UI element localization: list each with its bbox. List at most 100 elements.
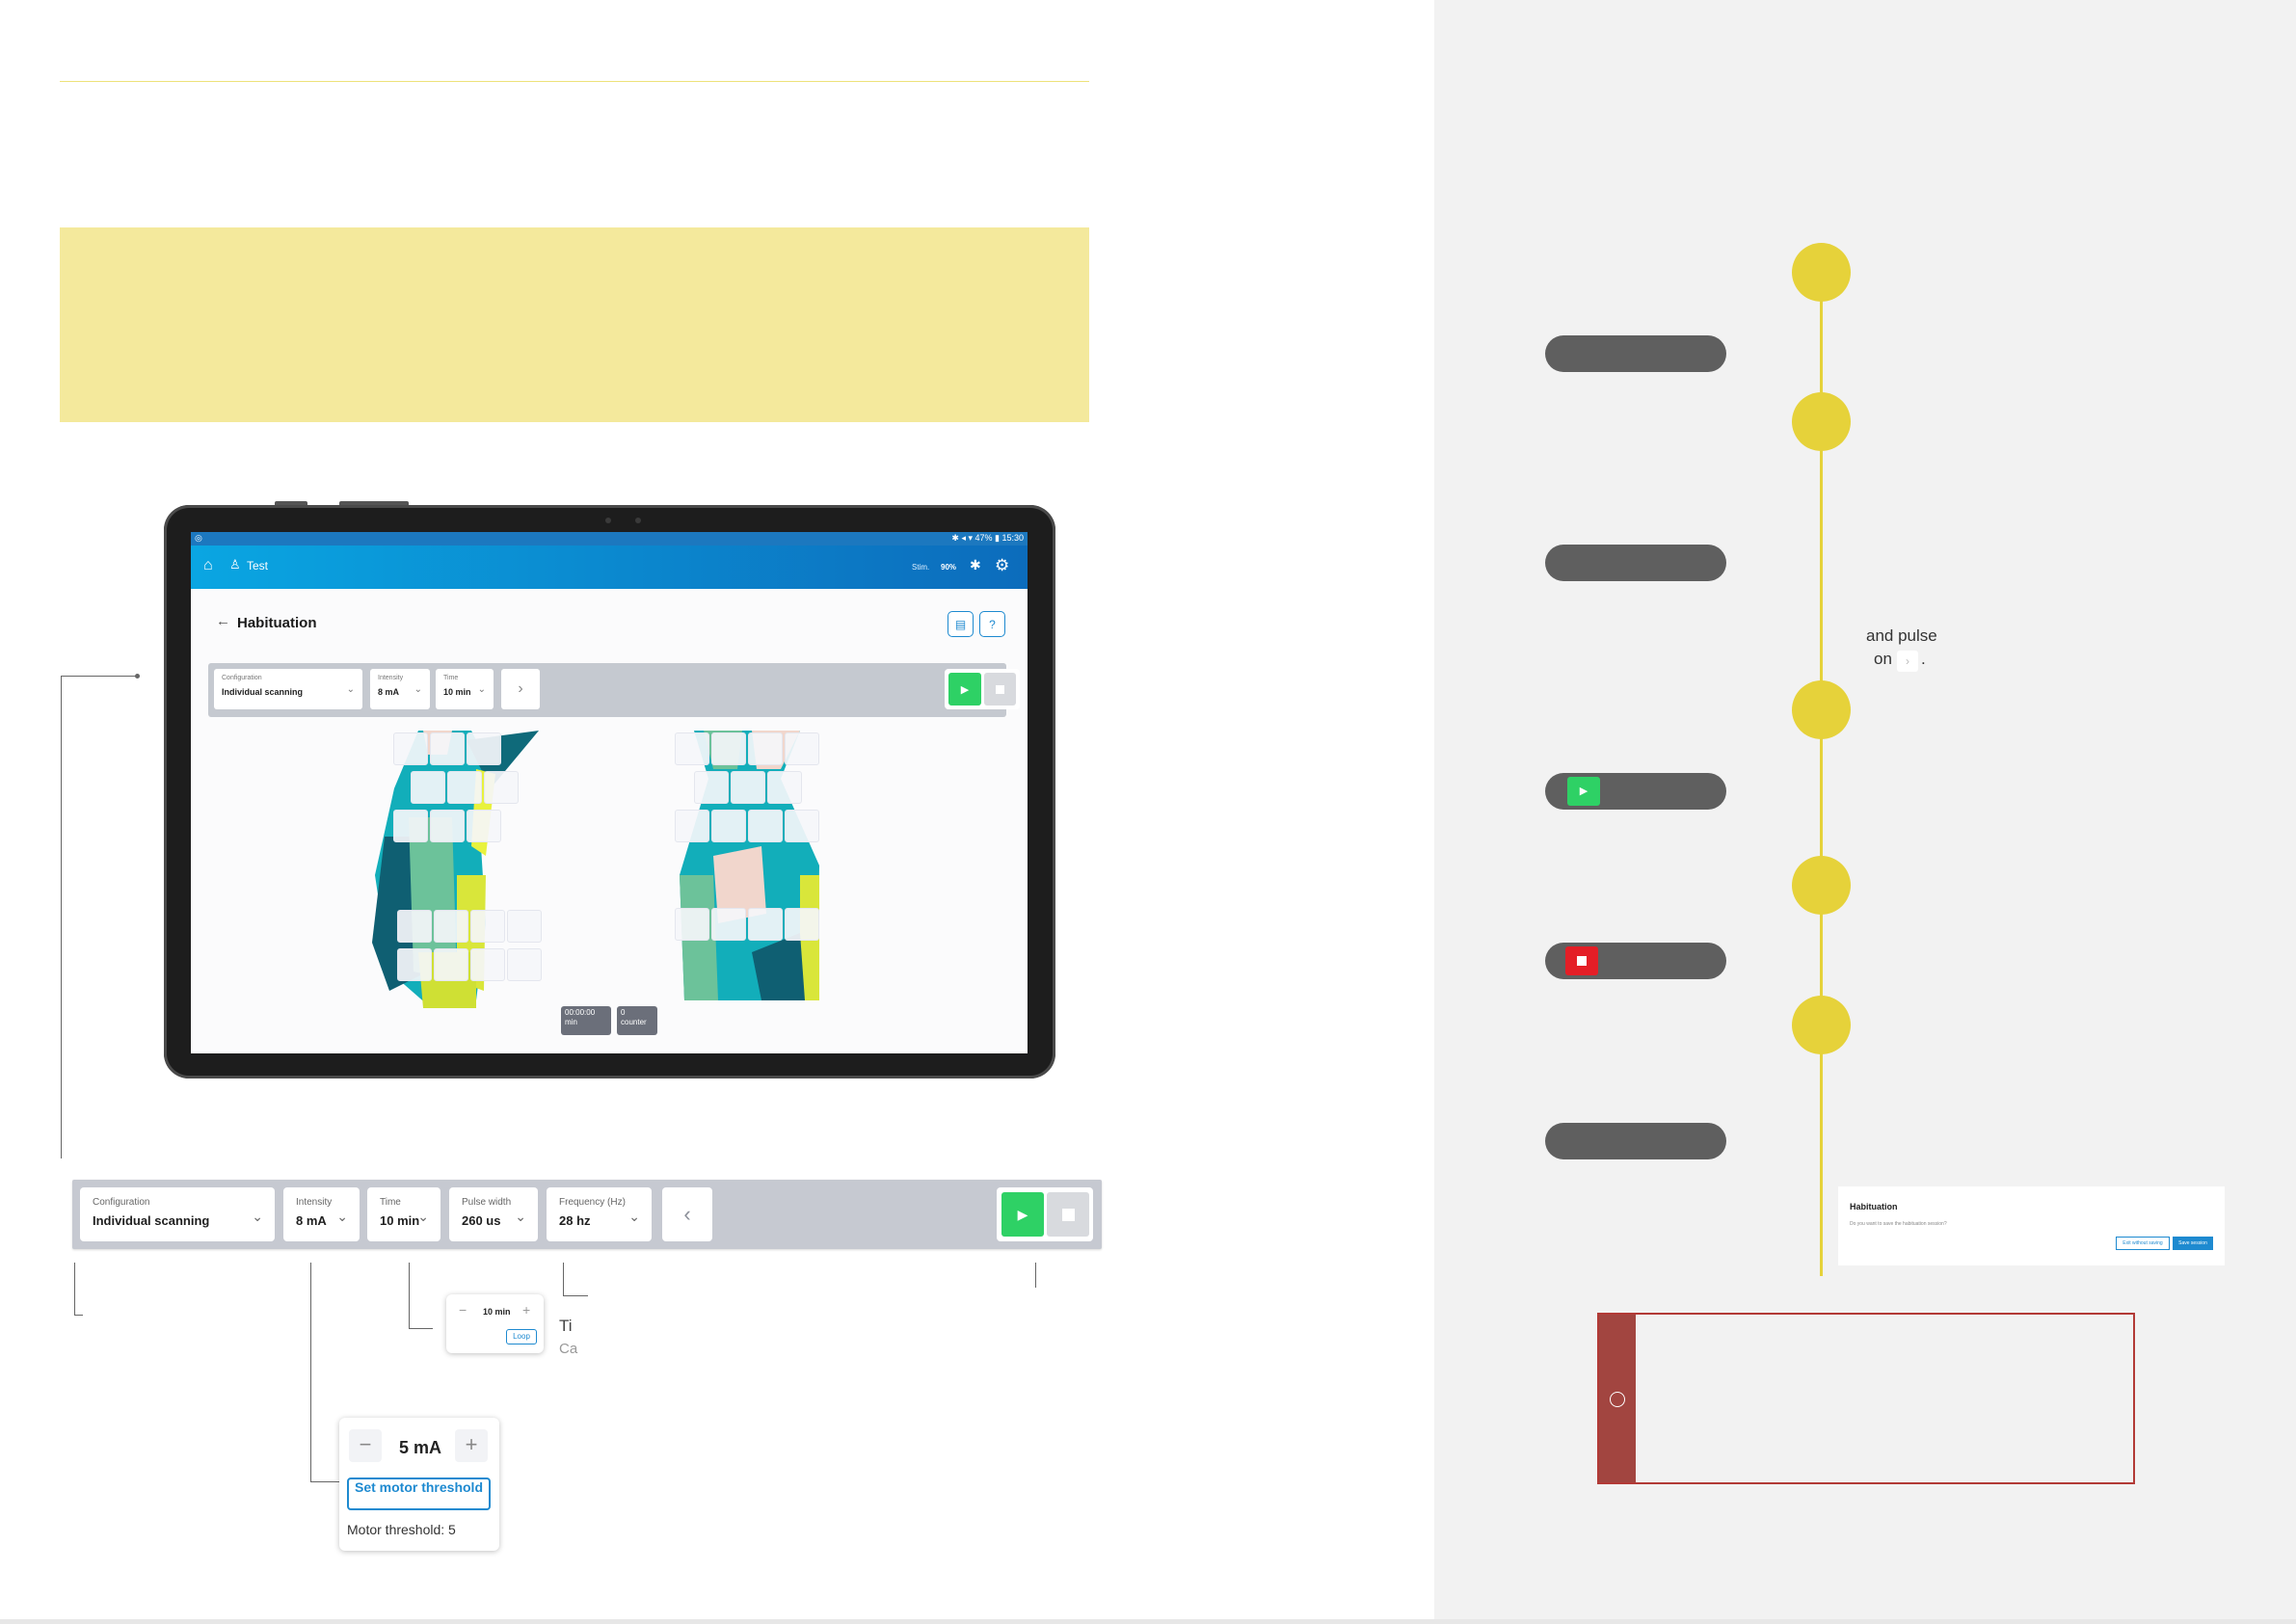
configuration-value: Individual scanning bbox=[93, 1213, 210, 1228]
electrode-cell[interactable] bbox=[711, 908, 746, 941]
electrode-cell[interactable] bbox=[397, 910, 432, 943]
exit-without-saving-button[interactable]: Exit without saving bbox=[2116, 1237, 2170, 1250]
screen-title: Habituation bbox=[237, 615, 317, 631]
document-icon[interactable]: ▤ bbox=[948, 611, 974, 637]
electrode-cell[interactable] bbox=[748, 810, 783, 842]
electrode-cell[interactable] bbox=[467, 732, 501, 765]
intensity-label: Intensity bbox=[378, 675, 404, 681]
session-controls: ▶ bbox=[997, 1187, 1093, 1241]
chevron-down-icon: ⌄ bbox=[346, 684, 355, 695]
configuration-label: Configuration bbox=[93, 1197, 150, 1208]
callout-intensity bbox=[310, 1481, 339, 1482]
warning-sidebar bbox=[1599, 1315, 1636, 1482]
stop-button[interactable] bbox=[984, 673, 1016, 706]
callout-frequency bbox=[563, 1263, 564, 1295]
play-button[interactable]: ▶ bbox=[948, 673, 981, 706]
configuration-select[interactable]: Configuration Individual scanning ⌄ bbox=[214, 669, 362, 709]
electrode-cell[interactable] bbox=[675, 732, 709, 765]
connector-line bbox=[61, 676, 62, 1158]
electrode-cell[interactable] bbox=[430, 810, 465, 842]
electrode-cell[interactable] bbox=[470, 910, 505, 943]
timeline-line bbox=[1820, 272, 1823, 1276]
bluetooth-icon[interactable]: ✱ bbox=[970, 557, 981, 572]
electrode-cell[interactable] bbox=[694, 771, 729, 804]
time-select[interactable]: Time 10 min ⌄ bbox=[436, 669, 494, 709]
time-popup-value: 10 min bbox=[483, 1307, 511, 1317]
set-motor-threshold-button[interactable]: Set motor threshold bbox=[347, 1478, 491, 1510]
electrode-cell[interactable] bbox=[484, 771, 519, 804]
warning-box bbox=[1597, 1313, 2135, 1484]
play-button[interactable]: ▶ bbox=[1001, 1192, 1044, 1237]
timer-unit: min bbox=[565, 1018, 577, 1026]
electrode-cell[interactable] bbox=[711, 732, 746, 765]
time-select[interactable]: Time 10 min ⌄ bbox=[367, 1187, 441, 1241]
chevron-down-icon: ⌄ bbox=[417, 1209, 429, 1224]
electrode-cell[interactable] bbox=[748, 732, 783, 765]
electrode-cell[interactable] bbox=[470, 948, 505, 981]
electrode-cell[interactable] bbox=[507, 910, 542, 943]
electrode-cell[interactable] bbox=[507, 948, 542, 981]
counter-value: 0 bbox=[621, 1008, 626, 1017]
pulse-counter: 0 counter bbox=[617, 1006, 657, 1035]
tablet-volume-button bbox=[275, 501, 307, 505]
intensity-popup-value: 5 mA bbox=[399, 1438, 442, 1457]
plus-icon[interactable]: + bbox=[522, 1302, 531, 1318]
electrode-cell[interactable] bbox=[731, 771, 765, 804]
step-label-pill bbox=[1545, 335, 1726, 372]
plus-icon[interactable]: + bbox=[455, 1429, 488, 1462]
frequency-select[interactable]: Frequency (Hz) 28 hz ⌄ bbox=[547, 1187, 652, 1241]
electrode-cell[interactable] bbox=[785, 732, 819, 765]
electrode-cell[interactable] bbox=[397, 948, 432, 981]
electrode-cell[interactable] bbox=[393, 810, 428, 842]
intensity-label: Intensity bbox=[296, 1197, 333, 1208]
electrode-cell[interactable] bbox=[411, 771, 445, 804]
electrode-cell[interactable] bbox=[434, 948, 468, 981]
electrode-cell[interactable] bbox=[767, 771, 802, 804]
step-text-period: . bbox=[1921, 650, 1926, 668]
battery-level: 90% bbox=[941, 563, 957, 572]
electrode-cell[interactable] bbox=[748, 908, 783, 941]
home-icon[interactable]: ⌂ bbox=[203, 557, 213, 573]
intensity-select[interactable]: Intensity 8 mA ⌄ bbox=[370, 669, 430, 709]
time-caption-sub: Ca bbox=[559, 1341, 578, 1357]
electrode-cell[interactable] bbox=[447, 771, 482, 804]
pulse-width-select[interactable]: Pulse width 260 us ⌄ bbox=[449, 1187, 538, 1241]
electrode-cell[interactable] bbox=[785, 810, 819, 842]
settings-gear-icon[interactable]: ⚙ bbox=[995, 556, 1010, 574]
electrode-cell[interactable] bbox=[711, 810, 746, 842]
detail-toolbar: Configuration Individual scanning ⌄ Inte… bbox=[72, 1180, 1102, 1249]
electrode-cell[interactable] bbox=[434, 910, 468, 943]
counter-unit: counter bbox=[621, 1018, 647, 1026]
configuration-select[interactable]: Configuration Individual scanning ⌄ bbox=[80, 1187, 275, 1241]
tablet-power-button bbox=[339, 501, 409, 505]
chevron-right-icon: › bbox=[518, 680, 523, 697]
stop-button[interactable] bbox=[1047, 1192, 1089, 1237]
electrode-cell[interactable] bbox=[675, 908, 709, 941]
timeline-step-2 bbox=[1792, 392, 1851, 451]
loop-button[interactable]: Loop bbox=[506, 1329, 537, 1344]
save-session-button[interactable]: Save session bbox=[2173, 1237, 2213, 1250]
intensity-select[interactable]: Intensity 8 mA ⌄ bbox=[283, 1187, 360, 1241]
electrode-cell[interactable] bbox=[393, 732, 428, 765]
user-icon[interactable]: ♙ bbox=[229, 557, 241, 572]
step-label-pill bbox=[1545, 1123, 1726, 1159]
callout-controls bbox=[1035, 1263, 1036, 1288]
minus-icon[interactable]: − bbox=[459, 1302, 467, 1318]
connector-dot bbox=[135, 674, 140, 679]
electrode-cell[interactable] bbox=[430, 732, 465, 765]
help-icon[interactable]: ? bbox=[979, 611, 1005, 637]
minus-icon[interactable]: − bbox=[349, 1429, 382, 1462]
time-label: Time bbox=[380, 1197, 401, 1208]
expand-toolbar-button[interactable]: › bbox=[501, 669, 540, 709]
electrode-cell[interactable] bbox=[467, 810, 501, 842]
callout-configuration bbox=[74, 1315, 83, 1316]
electrode-cell[interactable] bbox=[675, 810, 709, 842]
collapse-toolbar-button[interactable]: ‹ bbox=[662, 1187, 712, 1241]
connector-line bbox=[61, 676, 138, 677]
back-arrow-icon[interactable]: ← bbox=[216, 613, 230, 629]
chevron-left-icon: ‹ bbox=[683, 1202, 691, 1226]
electrode-cell[interactable] bbox=[785, 908, 819, 941]
time-caption: Ti bbox=[559, 1317, 573, 1335]
timeline-step-3 bbox=[1792, 680, 1851, 739]
